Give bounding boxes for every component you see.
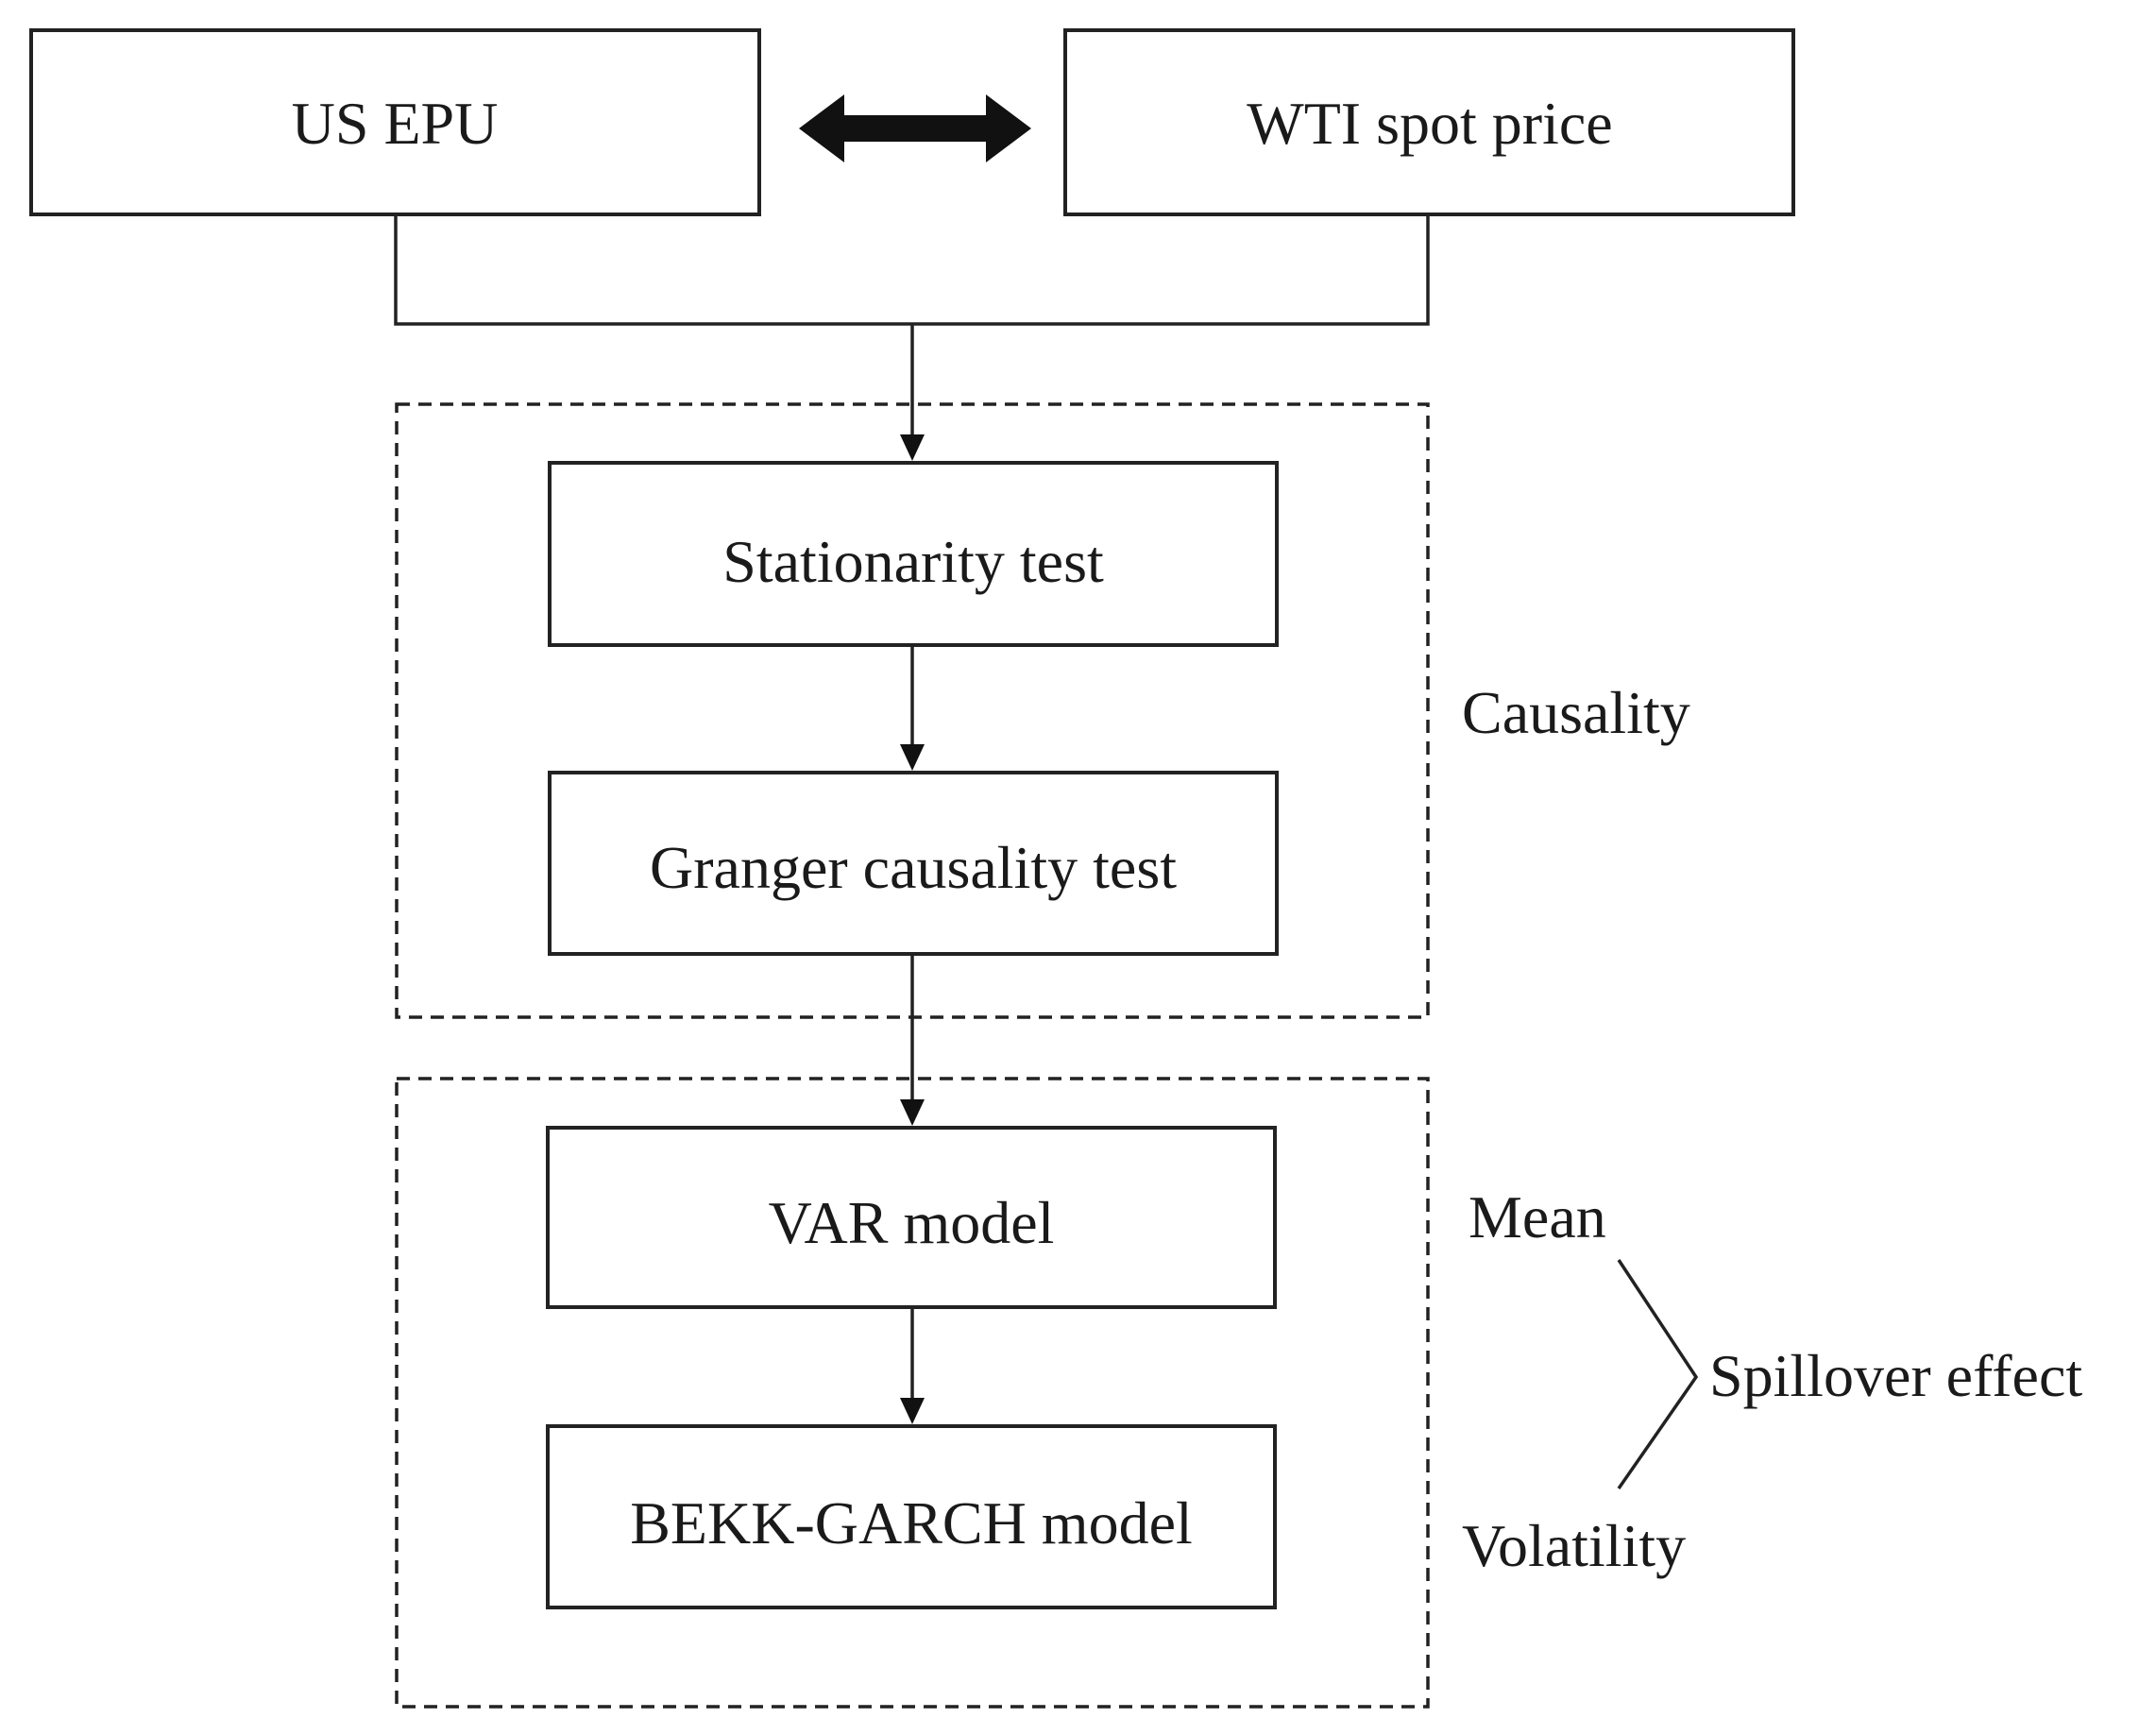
mean-label: Mean bbox=[1468, 1183, 1606, 1250]
spillover-brace bbox=[1617, 1259, 1699, 1489]
node-granger-causality-test-label: Granger causality test bbox=[650, 834, 1177, 901]
node-us-epu: US EPU bbox=[29, 28, 761, 216]
bidirectional-arrow-icon bbox=[799, 94, 1031, 162]
volatility-label: Volatility bbox=[1462, 1512, 1686, 1579]
node-bekk-garch-model-label: BEKK-GARCH model bbox=[630, 1489, 1193, 1556]
node-stationarity-test: Stationarity test bbox=[548, 461, 1279, 647]
node-bekk-garch-model: BEKK-GARCH model bbox=[546, 1424, 1277, 1609]
arrowhead-to-stationarity bbox=[900, 434, 925, 461]
node-wti-spot-price-label: WTI spot price bbox=[1247, 90, 1612, 157]
spillover-effect-label: Spillover effect bbox=[1709, 1342, 2082, 1409]
arrow-stationarity-to-granger bbox=[900, 646, 925, 771]
node-granger-causality-test: Granger causality test bbox=[548, 771, 1279, 956]
node-stationarity-test-label: Stationarity test bbox=[722, 528, 1104, 595]
causality-group-label: Causality bbox=[1462, 679, 1690, 746]
node-wti-spot-price: WTI spot price bbox=[1063, 28, 1795, 216]
arrow-granger-to-var bbox=[900, 954, 925, 1126]
node-var-model-label: VAR model bbox=[769, 1189, 1055, 1256]
node-us-epu-label: US EPU bbox=[292, 90, 499, 157]
merge-connector bbox=[394, 214, 1430, 461]
node-var-model: VAR model bbox=[546, 1126, 1277, 1309]
spillover-group-frame bbox=[395, 1077, 1430, 1709]
arrow-var-to-bekk bbox=[900, 1307, 925, 1424]
